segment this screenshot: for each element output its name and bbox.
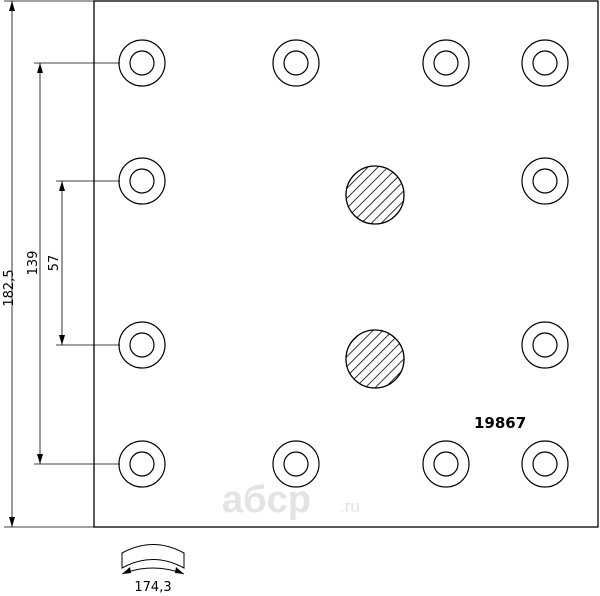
rivet-hole — [521, 440, 569, 488]
dimension-total-height: 182,5 — [2, 0, 94, 528]
rivet-hole — [118, 440, 166, 488]
watermark-brand: aбcp — [222, 479, 311, 521]
rivet-hole — [272, 440, 320, 488]
dimension-total-height-label: 182,5 — [2, 269, 17, 306]
rivet-hole — [272, 39, 320, 87]
rivet-hole-inner — [532, 50, 558, 76]
rivet-hole-inner — [129, 332, 155, 358]
rivet-hole-inner — [283, 451, 309, 477]
rivet-hole-outer — [118, 321, 166, 369]
rivet-hole — [521, 39, 569, 87]
rivet-hole — [118, 321, 166, 369]
rivet-hole-inner — [433, 50, 459, 76]
dimension-outer-spacing: 139 — [26, 62, 120, 465]
rivet-hole — [521, 321, 569, 369]
rivet-hole-inner — [129, 451, 155, 477]
rivet-hole-inner — [433, 451, 459, 477]
hatched-circle — [345, 329, 405, 389]
lining-plate — [93, 0, 599, 528]
rivet-hole-outer — [521, 39, 569, 87]
rivet-hole-inner — [532, 451, 558, 477]
rivet-hole-outer — [521, 440, 569, 488]
rivet-hole — [118, 157, 166, 205]
rivet-hole-inner — [129, 50, 155, 76]
rivet-hole-outer — [272, 39, 320, 87]
arc-width-symbol: 174,3 — [121, 544, 185, 595]
rivet-hole-inner — [283, 50, 309, 76]
rivet-hole-outer — [521, 321, 569, 369]
rivet-hole — [422, 39, 470, 87]
rivet-hole-outer — [118, 157, 166, 205]
dimension-outer-spacing-label: 139 — [26, 251, 41, 276]
hatched-circle — [345, 165, 405, 225]
rivet-hole — [422, 440, 470, 488]
watermark-suffix: .ru — [340, 497, 360, 516]
rivet-hole-inner — [129, 168, 155, 194]
dimension-inner-spacing-label: 57 — [47, 255, 62, 272]
dimension-arc-width-label: 174,3 — [134, 580, 171, 595]
rivet-hole-outer — [118, 39, 166, 87]
rivet-hole-inner — [532, 168, 558, 194]
hatched-circles — [345, 165, 405, 389]
rivet-hole — [521, 157, 569, 205]
rivet-holes — [118, 39, 569, 488]
rivet-hole-inner — [532, 332, 558, 358]
rivet-hole-outer — [521, 157, 569, 205]
watermark: aбcp .ru — [222, 479, 360, 521]
dimension-inner-spacing: 57 — [47, 180, 120, 346]
rivet-hole-outer — [422, 39, 470, 87]
rivet-hole-outer — [272, 440, 320, 488]
rivet-hole-outer — [118, 440, 166, 488]
rivet-hole — [118, 39, 166, 87]
rivet-hole-outer — [422, 440, 470, 488]
part-number: 19867 — [474, 414, 526, 432]
